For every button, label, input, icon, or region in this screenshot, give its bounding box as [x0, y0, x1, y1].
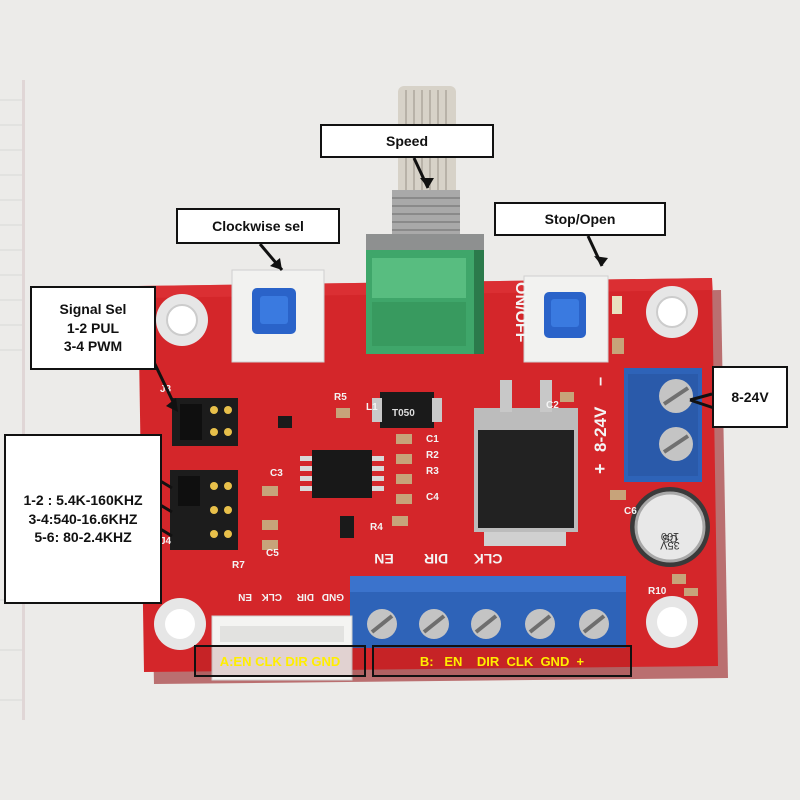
power-terminal-block[interactable]: [624, 368, 702, 482]
ref-r4: R4: [370, 522, 383, 533]
header-en-silk: EN: [238, 591, 252, 602]
controller-chip: [300, 450, 384, 498]
ref-r10: R10: [648, 586, 667, 597]
voltage-silkscreen: 8-24V: [591, 406, 610, 452]
ref-c6: C6: [624, 506, 637, 517]
ref-c3: C3: [270, 468, 283, 479]
stop-open-callout: Stop/Open: [494, 202, 666, 236]
signal-terminal-block[interactable]: [350, 576, 626, 648]
voltage-regulator: [474, 380, 578, 546]
clockwise-label: Clockwise sel: [212, 217, 304, 234]
ref-r5: R5: [334, 392, 347, 403]
cap-text-2: 100: [661, 530, 679, 542]
ref-c4: C4: [426, 492, 439, 503]
header-gnd-silk: GND: [322, 591, 344, 602]
cap-text-3: CS: [662, 532, 677, 544]
stop-arrow-head: [594, 256, 608, 266]
speed-label: Speed: [385, 132, 428, 149]
potentiometer: [366, 86, 484, 354]
ref-r7: R7: [232, 560, 245, 571]
ref-c5: C5: [266, 548, 279, 559]
mounting-hole-bl: [154, 598, 206, 650]
ref-c2: C2: [546, 400, 559, 411]
header-a-label: A:EN CLK DIR GND: [219, 653, 341, 669]
freq-range-3: 5-6: 80-2.4KHZ: [34, 529, 132, 546]
signal-sel-title: Signal Sel: [59, 300, 127, 317]
signal-sel-pwm: 3-4 PWM: [63, 338, 123, 355]
terminal-clk-silk: CLK: [474, 551, 503, 567]
mounting-hole-tr: [646, 286, 698, 338]
signal-arrow-head: [166, 398, 178, 412]
header-a-pinout: A:EN CLK DIR GND: [194, 645, 366, 677]
clockwise-callout: Clockwise sel: [176, 208, 340, 244]
mounting-hole-tl: [156, 294, 208, 346]
speed-arrow-head: [420, 178, 434, 188]
stop-open-button[interactable]: [523, 275, 609, 363]
ref-l1: L1: [366, 402, 378, 413]
header-dir-silk: DIR: [296, 591, 314, 602]
terminal-b-pinout: B: EN DIR CLK GND +: [372, 645, 632, 677]
voltage-label: 8-24V: [731, 388, 769, 405]
signal-sel-callout: Signal Sel 1-2 PUL 3-4 PWM: [30, 286, 156, 370]
on-off-silkscreen: ON/OFF: [512, 282, 529, 343]
inductor-component: T050: [372, 392, 442, 428]
header-clk-silk: CLK: [261, 591, 282, 602]
electrolytic-capacitor: 35V 100 CS: [630, 487, 710, 567]
stop-open-label: Stop/Open: [544, 210, 616, 227]
terminal-en-silk: EN: [374, 551, 393, 567]
clockwise-arrow-head: [270, 258, 282, 270]
plus-silkscreen: +: [590, 463, 610, 474]
freq-range-2: 3-4:540-16.6KHZ: [28, 510, 138, 527]
jumper-header-j4[interactable]: [170, 470, 238, 550]
terminal-b-label: B: EN DIR CLK GND +: [419, 653, 585, 669]
voltage-callout: 8-24V: [712, 366, 788, 428]
inductor-label: T050: [392, 408, 415, 419]
cap-text-1: 35V: [660, 539, 680, 551]
jumper-header-j3[interactable]: [172, 398, 238, 446]
white-pin-header[interactable]: [211, 615, 353, 681]
pcb-board: [138, 278, 718, 672]
mounting-hole-br: [646, 596, 698, 648]
speed-callout: Speed: [320, 124, 494, 158]
ref-r2: R2: [426, 450, 439, 461]
freq-range-1: 1-2 : 5.4K-160KHZ: [23, 491, 143, 508]
paper-margin: [22, 80, 25, 720]
minus-silkscreen: −: [593, 377, 610, 386]
ref-j4: J4: [160, 536, 172, 547]
frequency-callout: 1-2 : 5.4K-160KHZ 3-4:540-16.6KHZ 5-6: 8…: [4, 434, 162, 604]
terminal-dir-silk: DIR: [424, 551, 448, 567]
ref-r3: R3: [426, 466, 439, 477]
ref-c1: C1: [426, 434, 439, 445]
background-paper: [0, 99, 22, 701]
signal-sel-pul: 1-2 PUL: [66, 319, 120, 336]
clockwise-select-button[interactable]: [231, 269, 325, 363]
smd-components: [262, 296, 698, 596]
